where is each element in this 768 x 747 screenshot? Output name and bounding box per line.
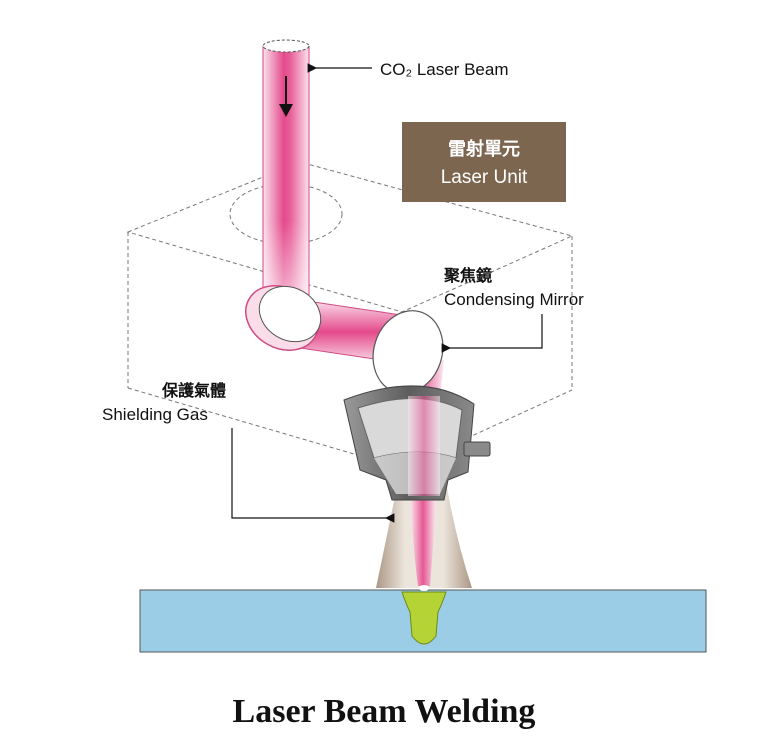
- co2-laser-beam-callout: CO₂ Laser Beam: [307, 60, 508, 79]
- shielding-gas-plume: [376, 482, 472, 588]
- co2-laser-beam-label: CO₂ Laser Beam: [380, 60, 508, 79]
- condensing-mirror-callout: 聚焦鏡 Condensing Mirror: [441, 266, 584, 353]
- down-arrow-icon: [279, 76, 293, 117]
- laser-unit-zh: 雷射單元: [448, 138, 520, 160]
- co2-laser-beam-vertical: [262, 39, 310, 296]
- weld-pool: [401, 585, 447, 645]
- shielding-gas-en: Shielding Gas: [102, 405, 208, 424]
- ellipse-mirror-icon: [245, 285, 322, 351]
- condensing-mirror-zh: 聚焦鏡: [443, 266, 492, 285]
- shielding-gas-callout: 保護氣體 Shielding Gas: [102, 381, 395, 523]
- condensing-mirror-en: Condensing Mirror: [444, 290, 584, 309]
- laser-unit-en: Laser Unit: [441, 167, 528, 188]
- shielding-gas-zh: 保護氣體: [161, 381, 226, 400]
- laser-unit-label: 雷射單元 Laser Unit: [402, 122, 566, 202]
- gas-nozzle: [343, 385, 491, 501]
- diagram-title: Laser Beam Welding: [233, 693, 536, 730]
